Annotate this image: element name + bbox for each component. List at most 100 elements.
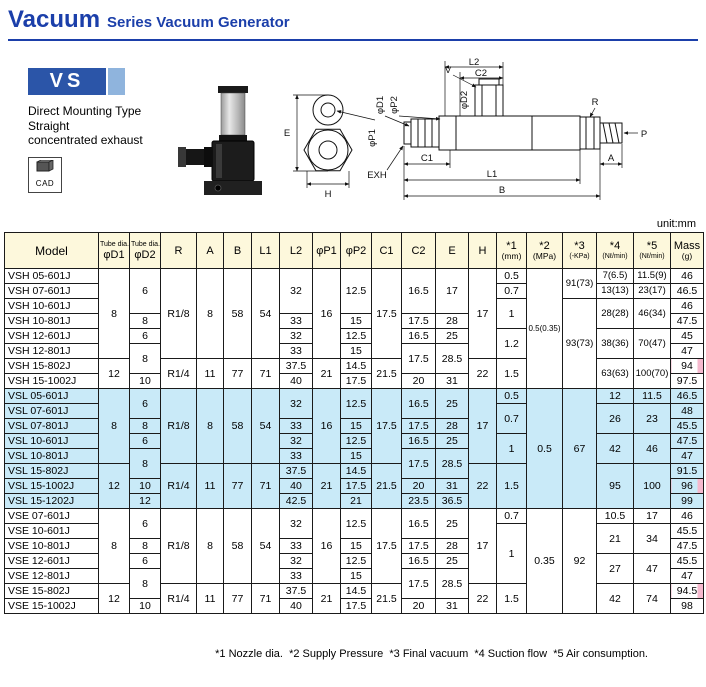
- value-cell: 58: [223, 388, 252, 464]
- value-cell: 93(73): [562, 298, 597, 389]
- value-cell: 11: [196, 463, 224, 509]
- value-cell: 11: [196, 583, 224, 614]
- value-cell: 8: [196, 388, 224, 464]
- value-cell: 16: [312, 268, 341, 359]
- value-cell: 47: [670, 568, 704, 584]
- value-cell: 21: [340, 493, 372, 509]
- type-line: concentrated exhaust: [28, 133, 143, 147]
- model-cell: VSL 15-1002J: [4, 478, 99, 494]
- value-cell: 26: [596, 403, 634, 434]
- column-header: A: [196, 232, 224, 269]
- value-cell: 20: [401, 598, 436, 614]
- cad-badge[interactable]: CAD: [28, 156, 62, 193]
- value-cell: 13(13): [596, 283, 634, 299]
- cad-cube-icon: [36, 159, 54, 172]
- model-cell: VSH 10-601J: [4, 298, 99, 314]
- value-cell: 17: [435, 268, 469, 314]
- value-cell: 11: [196, 358, 224, 389]
- model-cell: VSL 15-802J: [4, 463, 99, 479]
- value-cell: 6: [129, 508, 161, 539]
- type-description: Direct Mounting Type Straight concentrat…: [28, 104, 178, 148]
- value-cell: 25: [435, 328, 469, 344]
- value-cell: 46: [670, 298, 704, 314]
- value-cell: 10.5: [596, 508, 634, 524]
- value-cell: 45: [670, 328, 704, 344]
- value-cell: 12: [129, 493, 161, 509]
- value-cell: 17: [633, 508, 671, 524]
- value-cell: 92: [562, 508, 597, 614]
- value-cell: 32: [279, 433, 313, 449]
- value-cell: 0.7: [496, 403, 527, 434]
- value-cell: 21.5: [371, 463, 402, 509]
- value-cell: 17.5: [340, 373, 372, 389]
- value-cell: 12: [98, 358, 130, 389]
- value-cell: 15: [340, 343, 372, 359]
- value-cell: 12.5: [340, 388, 372, 419]
- value-cell: 23(17): [633, 283, 671, 299]
- value-cell: 58: [223, 268, 252, 359]
- value-cell: R1/4: [160, 583, 197, 614]
- value-cell: 46: [670, 508, 704, 524]
- value-cell: 54: [251, 268, 280, 359]
- value-cell: 10: [129, 478, 161, 494]
- photo-silencer: [218, 86, 248, 141]
- value-cell: 8: [98, 508, 130, 584]
- value-cell: 25: [435, 388, 469, 419]
- value-cell: 20: [401, 373, 436, 389]
- value-cell: 47: [670, 448, 704, 464]
- value-cell: 16.5: [401, 388, 436, 419]
- value-cell: 67: [562, 388, 597, 509]
- value-cell: 33: [279, 418, 313, 434]
- photo-base: [204, 181, 262, 195]
- value-cell: R1/8: [160, 268, 197, 359]
- value-cell: 47.5: [670, 433, 704, 449]
- column-header: Tube dia.φD2: [129, 232, 161, 269]
- value-cell: 16.5: [401, 328, 436, 344]
- value-cell: 34: [633, 523, 671, 554]
- value-cell: 6: [129, 553, 161, 569]
- model-cell: VSH 07-601J: [4, 283, 99, 299]
- value-cell: 17.5: [401, 568, 436, 599]
- value-cell: 17.5: [401, 538, 436, 554]
- model-cell: VSL 15-1202J: [4, 493, 99, 509]
- value-cell: 100: [633, 463, 671, 509]
- value-cell: 37.5: [279, 358, 313, 374]
- dim-label-e: E: [284, 128, 290, 139]
- value-cell: 77: [223, 583, 252, 614]
- value-cell: 42: [596, 433, 634, 464]
- model-cell: VSE 15-802J: [4, 583, 99, 599]
- value-cell: 45.5: [670, 553, 704, 569]
- value-cell: 12: [98, 463, 130, 509]
- series-badge-accent: [108, 68, 125, 95]
- value-cell: 25: [435, 553, 469, 569]
- value-cell: 25: [435, 508, 469, 539]
- model-cell: VSE 07-601J: [4, 508, 99, 524]
- value-cell: 91.5: [670, 463, 704, 479]
- photo-side-fitting: [178, 147, 212, 167]
- port-label-exh: EXH: [367, 170, 387, 181]
- value-cell: 40: [279, 373, 313, 389]
- column-header: L2: [279, 232, 313, 269]
- value-cell: 15: [340, 448, 372, 464]
- value-cell: 0.5(0.35): [526, 268, 563, 389]
- column-header: *1(mm): [496, 232, 527, 269]
- value-cell: 47: [670, 343, 704, 359]
- value-cell: 15: [340, 538, 372, 554]
- value-cell: 6: [129, 328, 161, 344]
- value-cell: 12: [596, 388, 634, 404]
- value-cell: 31: [435, 598, 469, 614]
- value-cell: 33: [279, 448, 313, 464]
- value-cell: 12.5: [340, 328, 372, 344]
- value-cell: 25: [435, 433, 469, 449]
- value-cell: 7(6.5): [596, 268, 634, 284]
- cad-label: CAD: [35, 178, 55, 188]
- value-cell: 28.5: [435, 448, 469, 479]
- column-header: Mass(g): [670, 232, 704, 269]
